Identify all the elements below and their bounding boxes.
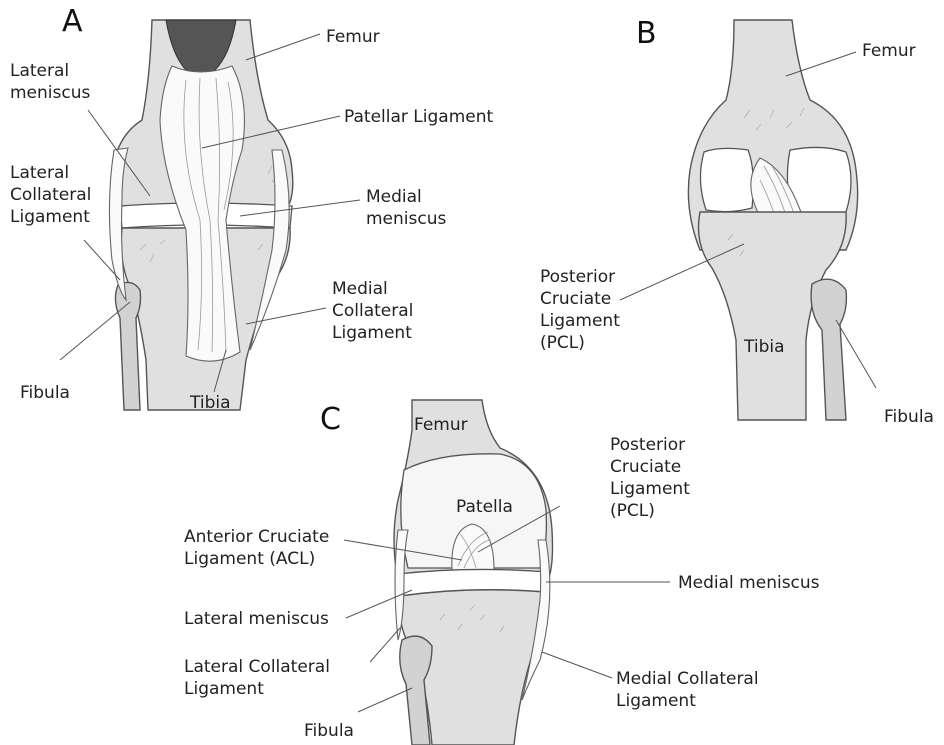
panel-c-drawing: [394, 400, 553, 745]
panel-b-letter: B: [636, 18, 657, 50]
panel-b-fibula: [811, 279, 846, 420]
panel-c-letter: C: [320, 404, 341, 436]
panel-c-lateral-meniscus-label: Lateral meniscus: [184, 608, 329, 630]
panel-a-lateral-collateral-label: Lateral Collateral Ligament: [10, 162, 91, 228]
panel-a-medial-meniscus-label: Medial meniscus: [366, 186, 446, 230]
panel-b-lateral-condyle: [700, 148, 753, 211]
panel-a-fibula-label: Fibula: [20, 382, 70, 404]
panel-a-fibula: [115, 282, 140, 410]
panel-a-letter: A: [62, 6, 83, 38]
panel-c-femur-label: Femur: [414, 414, 468, 436]
panel-c-pcl-label: Posterior Cruciate Ligament (PCL): [610, 434, 690, 522]
panel-a-medial-collateral-label: Medial Collateral Ligament: [332, 278, 413, 344]
panel-a-femur-label: Femur: [326, 26, 380, 48]
panel-c-medial-collateral-label: Medial Collateral Ligament: [616, 668, 759, 712]
panel-a-drawing: [109, 20, 292, 410]
panel-a-tibia-label: Tibia: [190, 392, 231, 414]
panel-b-femur-label: Femur: [862, 40, 916, 62]
panel-b-drawing: [688, 20, 857, 420]
panel-c-lateral-collateral-label: Lateral Collateral Ligament: [184, 656, 330, 700]
panel-c-medial-meniscus-label: Medial meniscus: [678, 572, 820, 594]
panel-a-lateral-meniscus-label: Lateral meniscus: [10, 60, 90, 104]
panel-c-fibula-label: Fibula: [304, 720, 354, 742]
panel-b-pcl-label: Posterior Cruciate Ligament (PCL): [540, 266, 620, 354]
panel-b-tibia-label: Tibia: [744, 336, 785, 358]
panel-b-fibula-label: Fibula: [884, 406, 934, 428]
panel-c-patella-label: Patella: [456, 496, 513, 518]
panel-c-acl-label: Anterior Cruciate Ligament (ACL): [184, 526, 329, 570]
panel-a-patellar-ligament-label: Patellar Ligament: [344, 106, 493, 128]
